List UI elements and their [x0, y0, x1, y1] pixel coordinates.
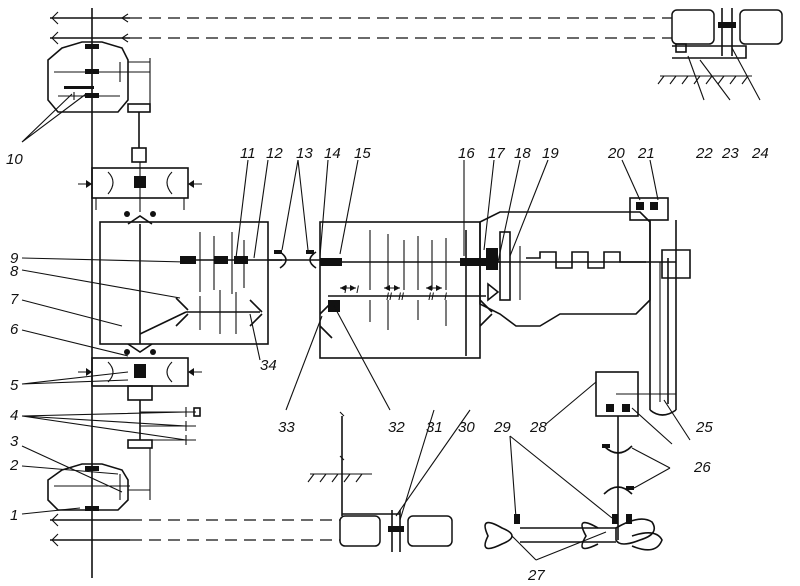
callout-25: 25 — [695, 419, 713, 436]
callout-13: 13 — [296, 145, 313, 162]
gear-mark-6: I — [444, 291, 447, 303]
callout-26: 26 — [693, 459, 711, 476]
callout-28: 28 — [529, 419, 547, 436]
callout-23: 23 — [721, 145, 739, 162]
callout-20: 20 — [607, 145, 625, 162]
couplings — [268, 250, 322, 269]
leader-lines — [21, 47, 761, 561]
callout-31: 31 — [426, 419, 443, 436]
callout-12: 12 — [266, 145, 283, 162]
callout-11: 11 — [240, 145, 256, 162]
drive-sprockets — [307, 8, 783, 552]
callout-17: 17 — [488, 145, 505, 162]
callout-34: 34 — [260, 357, 277, 374]
gear-mark-3: II — [386, 291, 392, 303]
transfer-gearbox — [99, 221, 282, 345]
gear-position-marks: I I II II II I — [344, 284, 447, 303]
callout-29: 29 — [493, 419, 511, 436]
callout-24: 24 — [751, 145, 769, 162]
callout-33: 33 — [278, 419, 295, 436]
gear-mark-4: II — [398, 291, 404, 303]
callout-22: 22 — [695, 145, 713, 162]
engine — [479, 211, 676, 327]
callout-labels: 1 2 3 4 5 6 7 8 9 10 11 12 13 14 15 16 1… — [6, 145, 769, 584]
callout-6: 6 — [10, 321, 19, 338]
callout-14: 14 — [324, 145, 341, 162]
callout-27: 27 — [527, 567, 545, 584]
callout-7: 7 — [10, 291, 19, 308]
callout-4: 4 — [10, 407, 18, 424]
callout-30: 30 — [458, 419, 475, 436]
left-drive-column — [47, 8, 672, 578]
callout-32: 32 — [388, 419, 405, 436]
main-gearbox — [319, 221, 500, 359]
gear-mark-5: II — [428, 291, 434, 303]
callout-18: 18 — [514, 145, 531, 162]
callout-9: 9 — [10, 250, 19, 267]
callout-10: 10 — [6, 151, 23, 168]
callout-8: 8 — [10, 263, 19, 280]
callout-2: 2 — [9, 457, 19, 474]
callout-1: 1 — [10, 507, 18, 524]
gear-mark-1: I — [356, 284, 359, 296]
fan-drive — [595, 197, 691, 540]
callout-3: 3 — [10, 433, 19, 450]
cooling-fans — [484, 514, 663, 551]
callout-5: 5 — [10, 377, 19, 394]
gear-mark-2: I — [344, 284, 347, 296]
callout-16: 16 — [458, 145, 475, 162]
callout-21: 21 — [637, 145, 655, 162]
callout-19: 19 — [542, 145, 559, 162]
callout-15: 15 — [354, 145, 371, 162]
